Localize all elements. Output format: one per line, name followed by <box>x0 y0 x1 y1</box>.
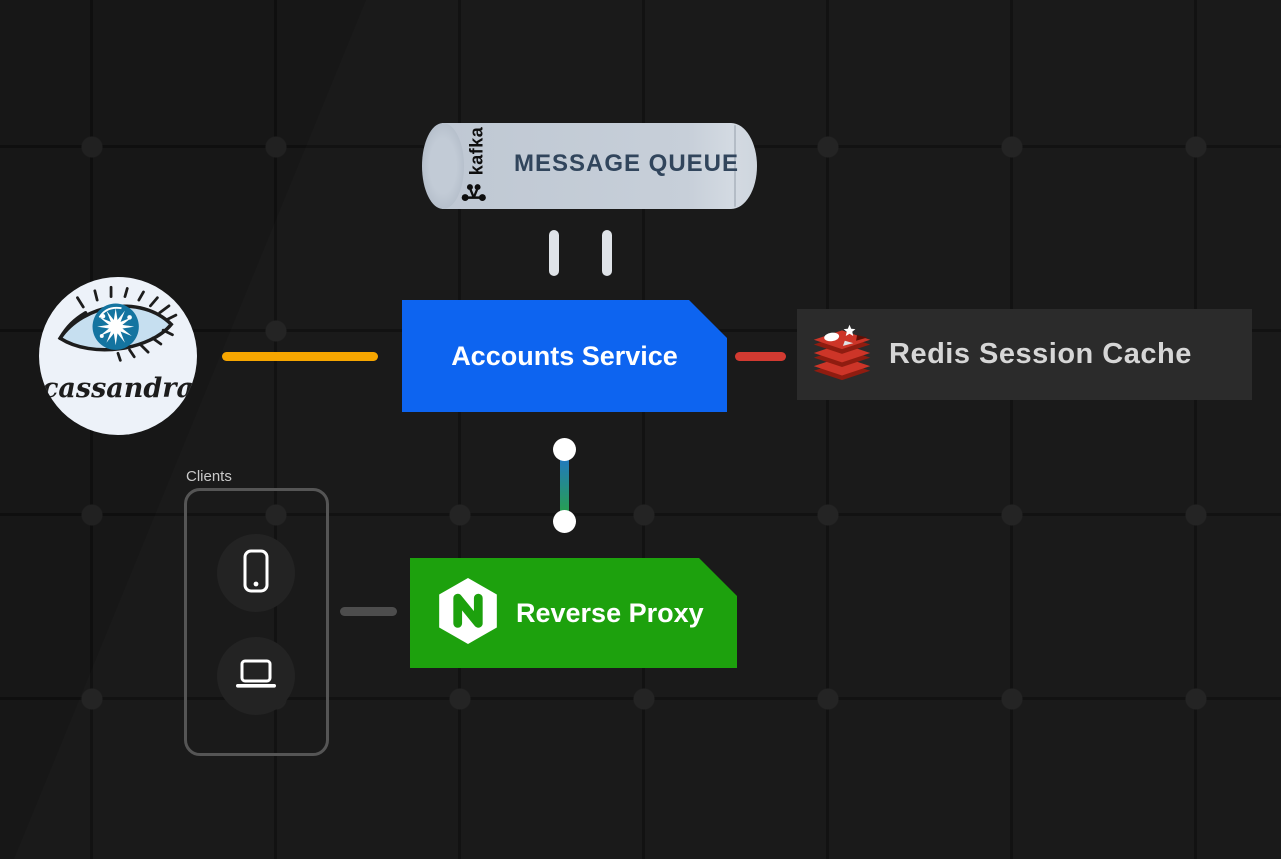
redis-icon <box>811 323 873 386</box>
node-message-queue: kafka MESSAGE QUEUE <box>422 123 757 209</box>
clients-group-label: Clients <box>186 468 232 485</box>
redis-session-cache-label: Redis Session Cache <box>889 338 1192 370</box>
node-redis-session-cache: Redis Session Cache <box>797 309 1252 400</box>
kafka-wordmark: kafka <box>465 126 486 176</box>
connector-accounts-redis <box>735 352 786 361</box>
node-cassandra: cassandra <box>39 277 197 435</box>
nginx-icon <box>436 576 500 651</box>
client-laptop <box>217 637 295 715</box>
client-smartphone <box>217 534 295 612</box>
cylinder-end-cap <box>422 123 464 209</box>
node-accounts-service: Accounts Service <box>402 300 727 412</box>
message-queue-label: MESSAGE QUEUE <box>513 150 740 177</box>
clients-group <box>184 488 329 756</box>
connector-queue-bar-left <box>549 230 559 276</box>
accounts-service-label: Accounts Service <box>451 340 678 371</box>
connector-endpoint-top <box>553 438 576 461</box>
connector-endpoint-bottom <box>553 510 576 533</box>
connector-queue-bar-right <box>602 230 612 276</box>
smartphone-icon <box>238 547 274 600</box>
cassandra-wordmark: cassandra <box>41 373 195 404</box>
laptop-icon <box>234 658 278 695</box>
reverse-proxy-label: Reverse Proxy <box>516 597 704 628</box>
connector-cassandra-accounts <box>222 352 378 361</box>
cylinder-body <box>442 123 757 209</box>
connector-accounts-proxy <box>560 450 569 521</box>
connector-clients-proxy <box>340 607 397 616</box>
kafka-icon <box>460 182 492 205</box>
node-reverse-proxy: Reverse Proxy <box>410 558 737 668</box>
